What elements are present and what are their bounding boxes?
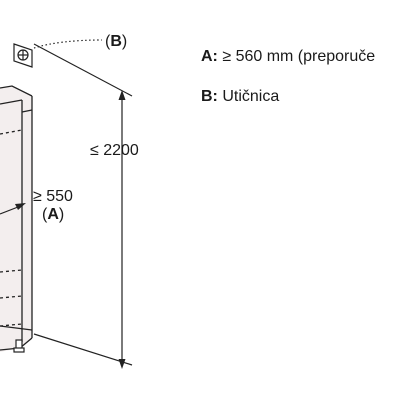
legend-item-b: B: Utičnica (201, 88, 279, 106)
bottom-extension-line (33, 333, 133, 366)
height-dimension-line (118, 90, 126, 369)
legend-key-a: A: (201, 48, 218, 65)
socket-leader-line (33, 39, 103, 49)
legend-key-b: B: (201, 88, 218, 105)
legend-item-a: A: ≥ 560 mm (preporuče (201, 48, 375, 66)
cabinet (0, 85, 33, 352)
socket-callout-label: (B) (105, 33, 127, 50)
depth-callout-label: (A) (42, 206, 64, 223)
legend-text-b: Utičnica (217, 88, 280, 105)
top-extension-line (33, 43, 133, 97)
depth-value-label: ≥ 550 (33, 188, 73, 205)
legend-text-a: ≥ 560 mm (preporuče (217, 48, 376, 65)
height-value-label: ≤ 2200 (90, 142, 139, 159)
socket-icon (13, 43, 33, 68)
cabinet-foot (13, 339, 25, 353)
depth-arrow (0, 203, 26, 215)
